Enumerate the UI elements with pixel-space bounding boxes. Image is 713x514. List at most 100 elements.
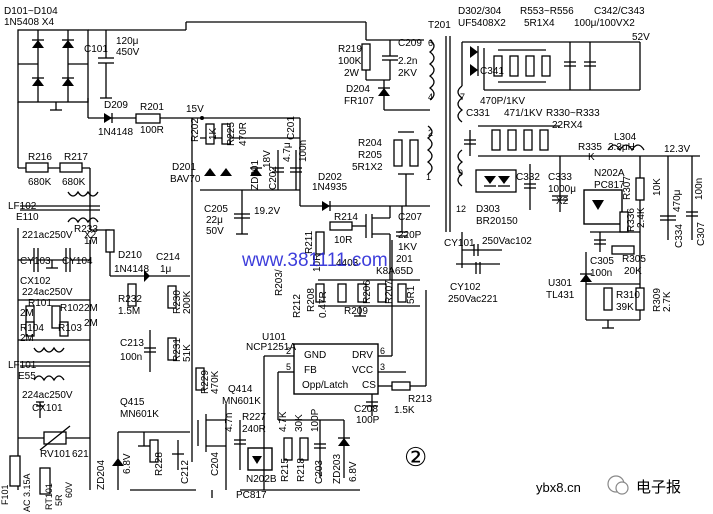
- c332-ref: C332: [516, 172, 540, 183]
- r218-resistor: [299, 437, 309, 461]
- r206-ref: R206: [362, 280, 373, 304]
- d302-ref: D302/304: [458, 6, 502, 17]
- r336-ref: R336: [626, 208, 637, 232]
- c334-val: 470μ: [672, 189, 683, 212]
- d209-part: 1N4148: [98, 127, 133, 138]
- r232-val: 1.5M: [118, 306, 140, 317]
- c208-ref: C208: [354, 404, 378, 415]
- l304-val: 3.3μH: [608, 142, 635, 153]
- r309-val: 2.7K: [662, 291, 673, 312]
- r204-val: 5R1X2: [352, 162, 383, 173]
- c331-val: 471/1KV: [504, 108, 543, 119]
- c202-ref: C202: [268, 166, 279, 190]
- q415-ref: Q415: [120, 397, 145, 408]
- v192-label: 19.2V: [254, 206, 280, 217]
- v15-label: 15V: [186, 104, 204, 115]
- d202-ref: D202: [318, 172, 342, 183]
- l304-inductor: [607, 144, 645, 152]
- r215-val: 4.7K: [278, 411, 289, 432]
- c305-ref: C305: [590, 256, 614, 267]
- q201-mosfet: [352, 206, 391, 280]
- r214-val: 10R: [334, 235, 352, 246]
- cx101-val: 224ac250V: [22, 390, 73, 401]
- cy-rating-1: 221ac250V: [22, 230, 73, 241]
- r225-resistor: [221, 123, 231, 145]
- cy101-ref: CY101: [444, 238, 475, 249]
- r336-val: 2.4K: [636, 207, 647, 228]
- c212-ref: C212: [180, 460, 191, 484]
- r212-ref: R212: [292, 294, 303, 318]
- u101-pin-num-6: 6: [380, 346, 385, 356]
- r211-resistor: [315, 231, 325, 255]
- r233-val: 1M: [84, 236, 98, 247]
- c204-ref: C204: [210, 452, 221, 476]
- r215-resistor: [283, 437, 293, 461]
- r216-ref: R216: [28, 152, 52, 163]
- r216-resistor: [25, 162, 49, 173]
- rv101-val: 621: [72, 449, 89, 460]
- t201-transformer: [426, 36, 464, 232]
- zd201-val: 18V: [262, 150, 273, 168]
- r101-val: 2M: [20, 308, 34, 319]
- c101-val2: 450V: [116, 47, 140, 58]
- zd201-ref: ZD201: [250, 160, 261, 190]
- cy102-val: 250Vac221: [448, 294, 498, 305]
- r305-val: 20K: [624, 266, 642, 277]
- cx101-ref: CX101: [32, 403, 63, 414]
- r216-val: 680K: [28, 177, 52, 188]
- pc817a-ref: PC817: [594, 180, 625, 191]
- d201-part: BAV70: [170, 174, 201, 185]
- d210-ref: D210: [118, 250, 142, 261]
- u101-ref: U101: [262, 332, 286, 343]
- c208-val: 100P: [356, 415, 380, 426]
- d204-ref: D204: [346, 84, 370, 95]
- c342-val: 100μ/100VX2: [574, 18, 635, 29]
- zd203-ref: ZD203: [332, 454, 343, 484]
- c101-val1: 120μ: [116, 36, 139, 47]
- r310-val: 39K: [616, 302, 634, 313]
- r219-ref: R219: [338, 44, 362, 55]
- r201-ref: R201: [140, 102, 164, 113]
- r102-ref: R102: [60, 303, 84, 314]
- cx102-val: 224ac250V: [22, 287, 73, 298]
- c202-val: 4.7μ: [282, 142, 293, 162]
- r335-val: K: [588, 152, 595, 163]
- d303-part: BR20150: [476, 216, 518, 227]
- r201b-label: 201: [396, 254, 413, 265]
- r227-val: 240R: [242, 424, 266, 435]
- rt101-thermistor: [39, 467, 51, 495]
- q415-part: MN601K: [120, 409, 159, 420]
- t201-ref: T201: [428, 20, 451, 31]
- r219-val1: 100K: [338, 56, 362, 67]
- r231-ref: R231: [172, 338, 183, 362]
- r102-val: 2M: [84, 303, 98, 314]
- lf102-val: E110: [16, 212, 39, 223]
- c333-ref: C333: [548, 172, 572, 183]
- r553-val: 5R1X4: [524, 18, 555, 29]
- r309-ref: R309: [652, 288, 663, 312]
- t201-pin-6: 6: [428, 38, 433, 48]
- r217-val: 680K: [62, 177, 86, 188]
- c342-ref: C342/C343: [594, 6, 645, 17]
- cy103-ref: CY103: [20, 256, 51, 267]
- r219-val2: 2W: [344, 68, 360, 79]
- footer-brand: 电子报: [636, 478, 681, 496]
- c331-ref: C331: [466, 108, 490, 119]
- c204-val: 4.7n: [224, 413, 235, 432]
- c209-val2: 2KV: [398, 68, 417, 79]
- r228-ref: R228: [154, 452, 165, 476]
- c205-ref: C205: [204, 204, 228, 215]
- r305-ref: R305: [622, 254, 646, 265]
- u101-part: NCP1251A: [246, 342, 296, 353]
- r104-ref: R104: [20, 323, 44, 334]
- c101-capacitor: [98, 30, 114, 98]
- r228-resistor: [149, 439, 159, 463]
- pc817a-optocoupler: [583, 189, 623, 225]
- r101-ref: R101: [28, 298, 52, 309]
- n202b-ref: N202B: [246, 474, 277, 485]
- r103-ref: R103: [58, 323, 82, 334]
- q201-part: 4403: [336, 258, 359, 269]
- r307-ref: R307: [622, 176, 633, 200]
- q414-part: MN601K: [222, 396, 261, 407]
